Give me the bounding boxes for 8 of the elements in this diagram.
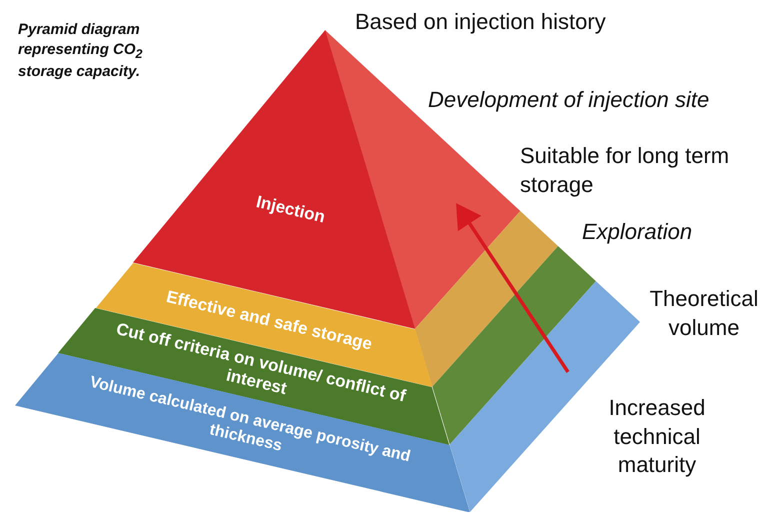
annotation-text: Theoretical volume — [648, 285, 760, 342]
annotation-text: Development of injection site — [428, 86, 710, 114]
annotation-text: Increased technical maturity — [608, 394, 706, 480]
annotation-text: Exploration — [582, 218, 694, 246]
annotation-text: Based on injection history — [355, 8, 607, 36]
layer-label: Injection — [253, 191, 328, 229]
annotation-text: Suitable for long term storage — [520, 142, 730, 199]
diagram-title: Pyramid diagram representing CO$_{2}$ storage capacity. — [18, 20, 144, 82]
